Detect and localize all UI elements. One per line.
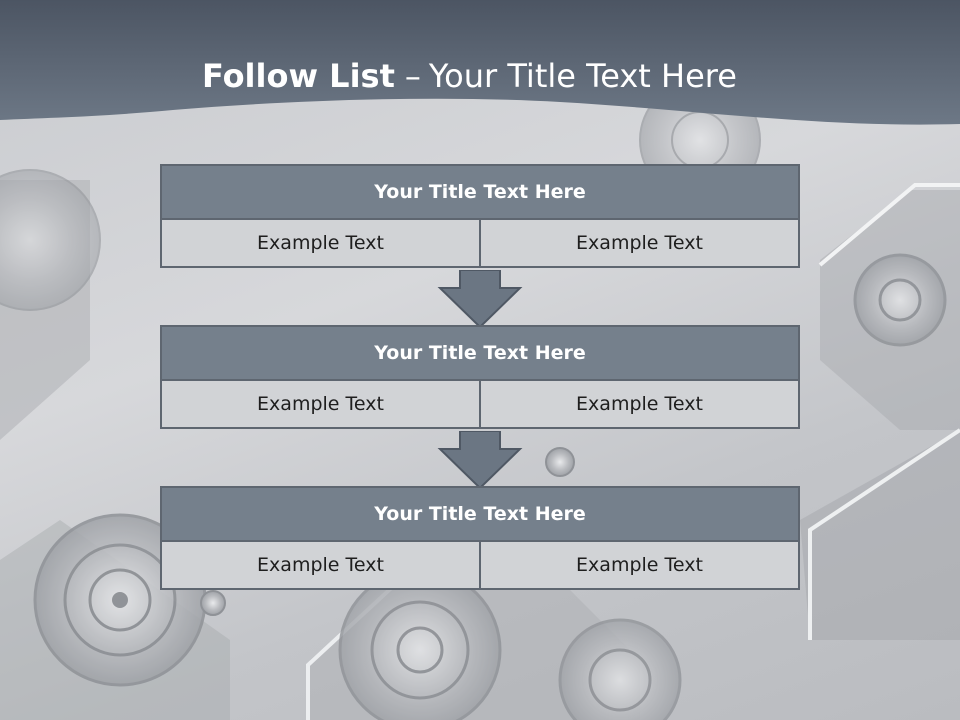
block-title[interactable]: Your Title Text Here (160, 486, 800, 542)
slide-title-separator: – (404, 57, 421, 95)
block-cell-left[interactable]: Example Text (160, 379, 481, 429)
block-row: Example Text Example Text (160, 379, 800, 429)
gear-icon (338, 568, 502, 720)
block-title[interactable]: Your Title Text Here (160, 325, 800, 381)
gear-icon (853, 253, 947, 347)
block-cell-right[interactable]: Example Text (479, 379, 800, 429)
down-arrow-icon (437, 270, 523, 329)
block-title[interactable]: Your Title Text Here (160, 164, 800, 220)
slide-title-bold: Follow List (202, 57, 395, 95)
block-row: Example Text Example Text (160, 218, 800, 268)
list-block-1: Your Title Text Here Example Text Exampl… (160, 164, 800, 268)
block-cell-right[interactable]: Example Text (479, 218, 800, 268)
list-block-3: Your Title Text Here Example Text Exampl… (160, 486, 800, 590)
list-block-2: Your Title Text Here Example Text Exampl… (160, 325, 800, 429)
down-arrow-icon (437, 431, 523, 490)
gear-icon (558, 618, 682, 720)
slide-title-rest: Your Title Text Here (428, 57, 737, 95)
block-cell-right[interactable]: Example Text (479, 540, 800, 590)
gear-icon (0, 169, 101, 311)
header-band (0, 0, 960, 125)
slide-title: Follow List–Your Title Text Here (202, 54, 737, 98)
block-cell-left[interactable]: Example Text (160, 218, 481, 268)
block-cell-left[interactable]: Example Text (160, 540, 481, 590)
block-row: Example Text Example Text (160, 540, 800, 590)
